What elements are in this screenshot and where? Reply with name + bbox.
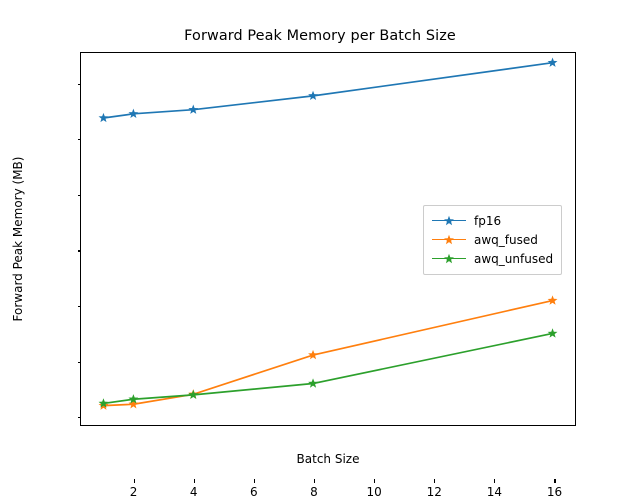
legend-label: fp16 — [474, 213, 502, 228]
data-point-marker — [308, 349, 318, 360]
series-awq_unfused — [98, 328, 558, 408]
data-point-marker — [128, 394, 139, 404]
legend-label: awq_fused — [474, 232, 538, 247]
y-tick-mark — [77, 83, 81, 85]
data-point-marker — [98, 112, 109, 123]
legend-star-shape — [444, 234, 454, 244]
series-awq_fused — [98, 295, 558, 410]
y-axis-label: Forward Peak Memory (MB) — [11, 156, 25, 322]
x-tick-label: 6 — [250, 485, 258, 499]
data-point-marker — [128, 108, 139, 119]
chart-figure: Forward Peak Memory per Batch Size Forwa… — [11, 28, 576, 499]
legend-star-shape — [444, 253, 454, 263]
series-line — [103, 332, 553, 405]
legend-swatch — [432, 233, 466, 247]
legend-star-icon — [444, 234, 454, 244]
legend-star-shape — [444, 215, 454, 225]
chart-title: Forward Peak Memory per Batch Size — [184, 28, 456, 44]
plot-area — [98, 57, 558, 410]
series-line — [103, 61, 553, 119]
y-tick-mark — [77, 194, 81, 196]
x-tick-label: 2 — [129, 485, 138, 499]
x-axis-label: Batch Size — [296, 452, 360, 466]
series-fp16 — [98, 57, 558, 123]
data-point-marker — [547, 295, 558, 305]
x-tick-label: 14 — [486, 485, 502, 499]
x-tick-label: 4 — [189, 485, 198, 499]
series-line — [103, 299, 553, 407]
data-point-marker — [547, 328, 558, 338]
y-tick-mark — [77, 139, 81, 141]
legend-item-awq_fused[interactable]: awq_fused — [432, 230, 553, 249]
y-tick-mark — [77, 250, 81, 252]
data-point-marker — [128, 399, 139, 409]
legend-label: awq_unfused — [474, 251, 554, 266]
x-tick-label: 8 — [310, 485, 318, 499]
legend-swatch — [432, 252, 466, 266]
data-point-marker — [308, 90, 318, 101]
data-point-marker — [188, 389, 199, 400]
data-point-marker — [188, 104, 199, 114]
chart-legend: fp16 awq_fused awq_unfused — [423, 205, 563, 275]
y-tick-mark — [77, 417, 81, 419]
y-tick-mark — [77, 361, 81, 363]
legend-item-fp16[interactable]: fp16 — [432, 211, 553, 230]
x-tick-label: 10 — [366, 485, 382, 499]
x-tick-label: 12 — [426, 485, 442, 499]
data-point-marker — [98, 398, 109, 408]
legend-star-icon — [444, 253, 454, 263]
legend-star-icon — [444, 215, 454, 225]
legend-item-awq_unfused[interactable]: awq_unfused — [432, 249, 553, 268]
data-point-marker — [308, 378, 318, 388]
x-tick-label: 16 — [546, 485, 563, 499]
legend-swatch — [432, 214, 466, 228]
data-point-marker — [547, 57, 558, 67]
y-tick-mark — [77, 306, 81, 308]
